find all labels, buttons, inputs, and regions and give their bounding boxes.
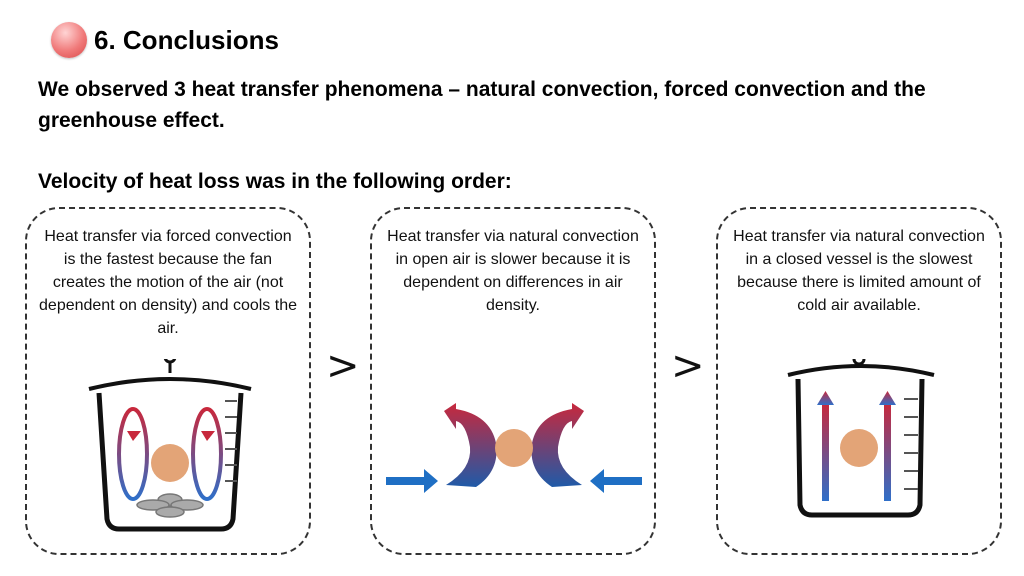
forced-convection-illustration [88, 359, 252, 532]
panel-text: Heat transfer via natural convection in … [733, 228, 985, 314]
circulation-arrow-icon [117, 407, 223, 501]
natural-convection-illustration [386, 403, 642, 493]
beaker-icon [787, 359, 935, 518]
intro-text: We observed 3 heat transfer phenomena – … [38, 78, 926, 132]
panel-text: Heat transfer via forced convection is t… [39, 228, 297, 337]
heated-sphere-icon [495, 429, 533, 467]
title-bullet-icon [51, 22, 87, 58]
heated-sphere-icon [840, 429, 878, 467]
panel-forced-convection: Heat transfer via forced convection is t… [25, 207, 311, 555]
air-flow-arrow-icon [386, 469, 642, 493]
fan-icon [136, 493, 204, 518]
air-flow-arrow-icon [817, 391, 896, 501]
order-heading: Velocity of heat loss was in the followi… [38, 170, 512, 193]
panel-natural-convection-closed: Heat transfer via natural convection in … [716, 207, 1002, 555]
greater-than-sign: > [671, 343, 705, 389]
air-flow-arrow-icon [444, 403, 584, 487]
greater-than-sign: > [326, 343, 360, 389]
heated-sphere-icon [151, 444, 189, 482]
panel-text: Heat transfer via natural convection in … [387, 228, 639, 314]
panel-natural-convection-open: Heat transfer via natural convection in … [370, 207, 656, 555]
slide-title: 6. Conclusions [94, 25, 279, 55]
beaker-icon [88, 359, 252, 532]
closed-vessel-illustration [787, 359, 935, 518]
